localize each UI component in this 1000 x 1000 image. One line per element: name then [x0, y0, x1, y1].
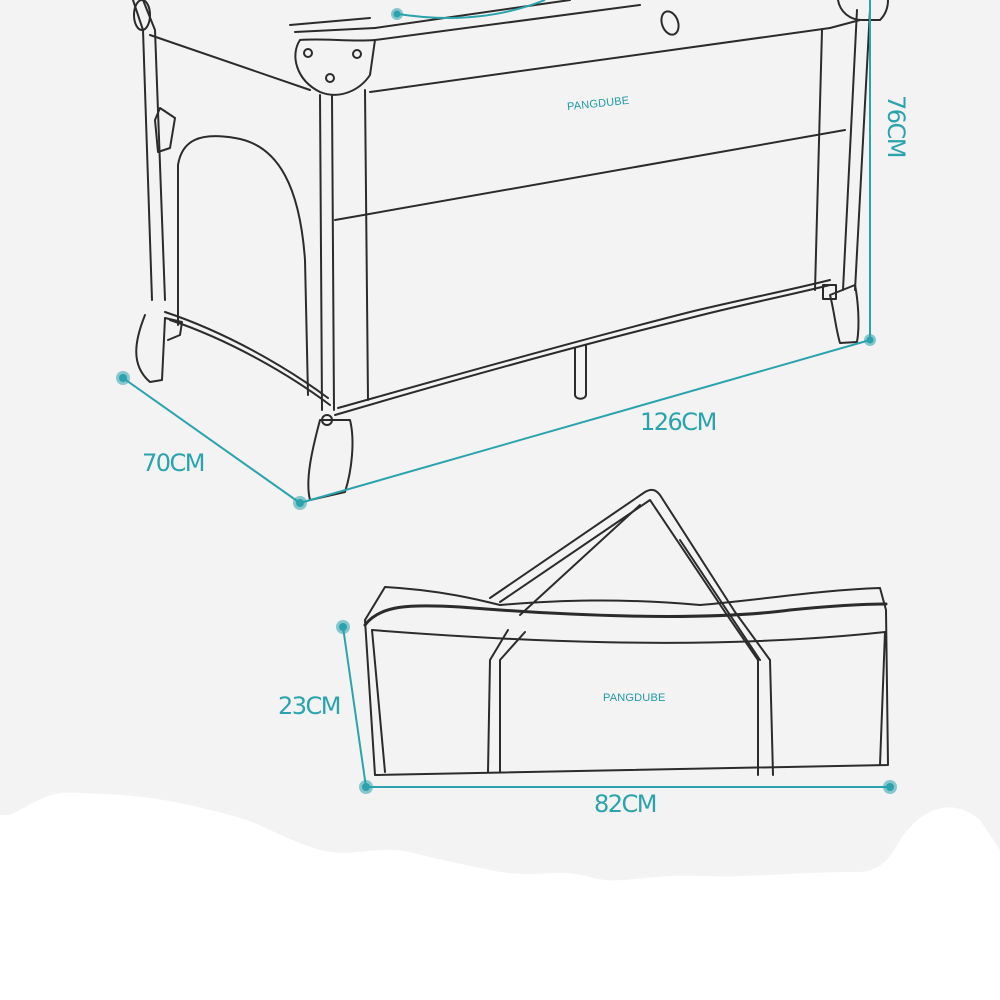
bag-outline — [363, 488, 889, 776]
crib-dimension-dots — [116, 8, 876, 510]
crib-length-label: 126CM — [640, 408, 717, 436]
crib-outline — [132, 0, 889, 501]
bag-dimension-dots — [336, 620, 897, 794]
bag-length-label: 82CM — [594, 790, 658, 818]
bag-height-label: 23CM — [278, 692, 342, 720]
bag-dimension-lines — [342, 626, 890, 788]
crib-width-label: 70CM — [142, 449, 206, 477]
crib-height-label: 76CM — [882, 95, 910, 158]
white-wave-bottom — [0, 792, 1000, 1000]
crib-dimension-lines — [122, 0, 871, 504]
bag-brand-logo: PANGDUBE — [603, 692, 666, 704]
